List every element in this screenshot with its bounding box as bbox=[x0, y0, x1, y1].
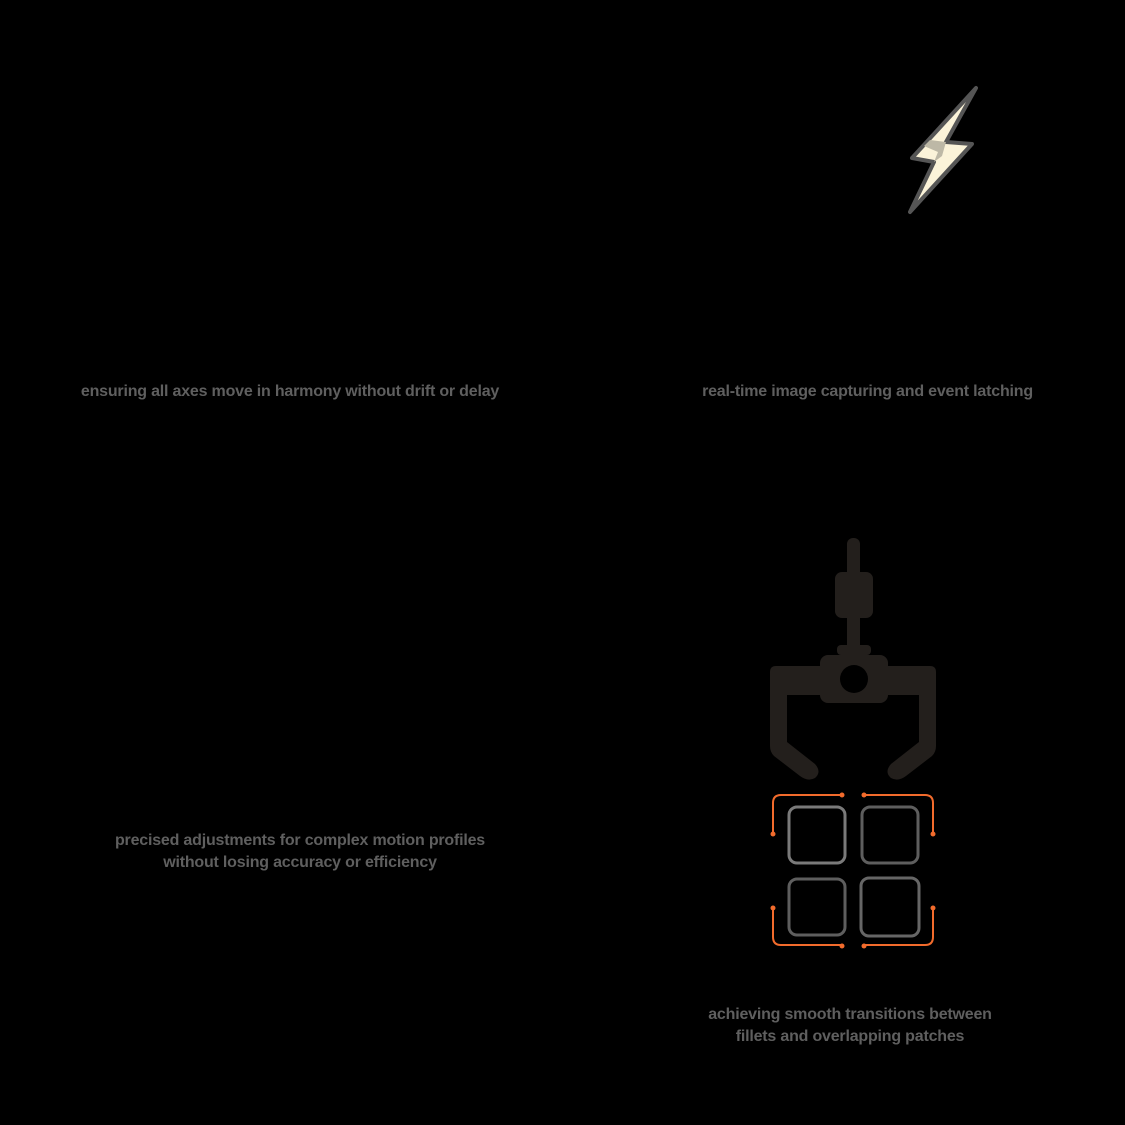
feature-caption-sync: ensuring all axes move in harmony withou… bbox=[80, 383, 500, 400]
lightning-bolt-icon bbox=[908, 86, 978, 214]
feature-caption-capture: real-time image capturing and event latc… bbox=[702, 383, 1033, 400]
feature-caption-adjust: precised adjustments for complex motion … bbox=[114, 832, 486, 871]
robotic-gripper-icon bbox=[770, 538, 936, 949]
motion-profile-icon bbox=[230, 560, 370, 760]
synchronization-icon bbox=[230, 100, 350, 220]
feature-caption-blend: achieving smooth transitions between fil… bbox=[708, 1006, 992, 1045]
